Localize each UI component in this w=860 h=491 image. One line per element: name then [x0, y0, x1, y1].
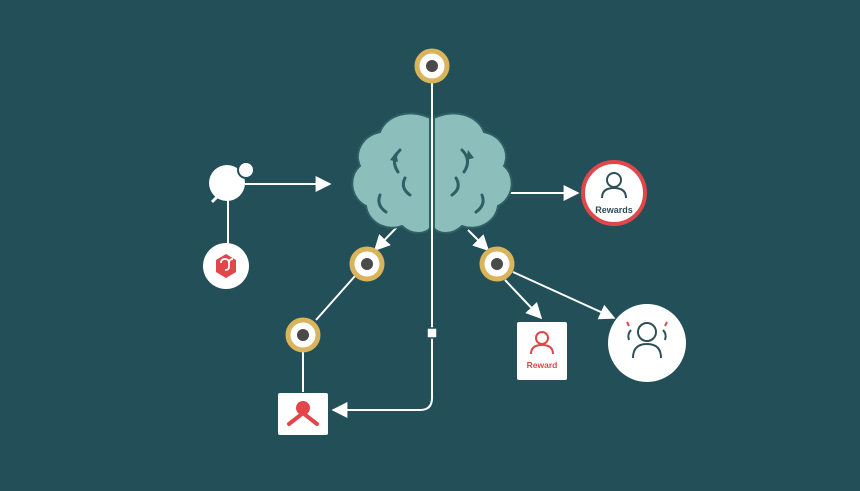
reward-card: Reward [517, 322, 567, 380]
user-icon [601, 172, 627, 199]
ring-node-left [349, 246, 385, 282]
action-icon [287, 401, 319, 426]
environment-icon [203, 243, 249, 289]
brain-left-hemisphere [351, 112, 431, 234]
line-left-node-to-lower [315, 275, 356, 321]
reward-card-label: Reward [527, 360, 558, 370]
line-brain-to-left-node [373, 225, 399, 252]
agent-icon [206, 161, 255, 206]
team-node [608, 304, 686, 382]
rewards-node: Rewards [581, 160, 647, 226]
person-icon [530, 331, 554, 355]
team-icon [627, 322, 667, 359]
junction-marker [426, 327, 438, 339]
line-center-to-action [331, 205, 433, 418]
line-right-node-to-reward [504, 279, 543, 320]
line-brain-to-right-node [467, 229, 490, 252]
connectors [227, 80, 616, 418]
rewards-label: Rewards [595, 205, 633, 215]
brain-right-hemisphere [433, 112, 513, 234]
brain-icon [351, 112, 513, 234]
ring-node-lower-left [285, 317, 321, 353]
line-right-node-to-team [512, 271, 616, 320]
action-card [278, 393, 328, 435]
ring-node-top [414, 48, 450, 84]
ring-node-right [479, 246, 515, 282]
